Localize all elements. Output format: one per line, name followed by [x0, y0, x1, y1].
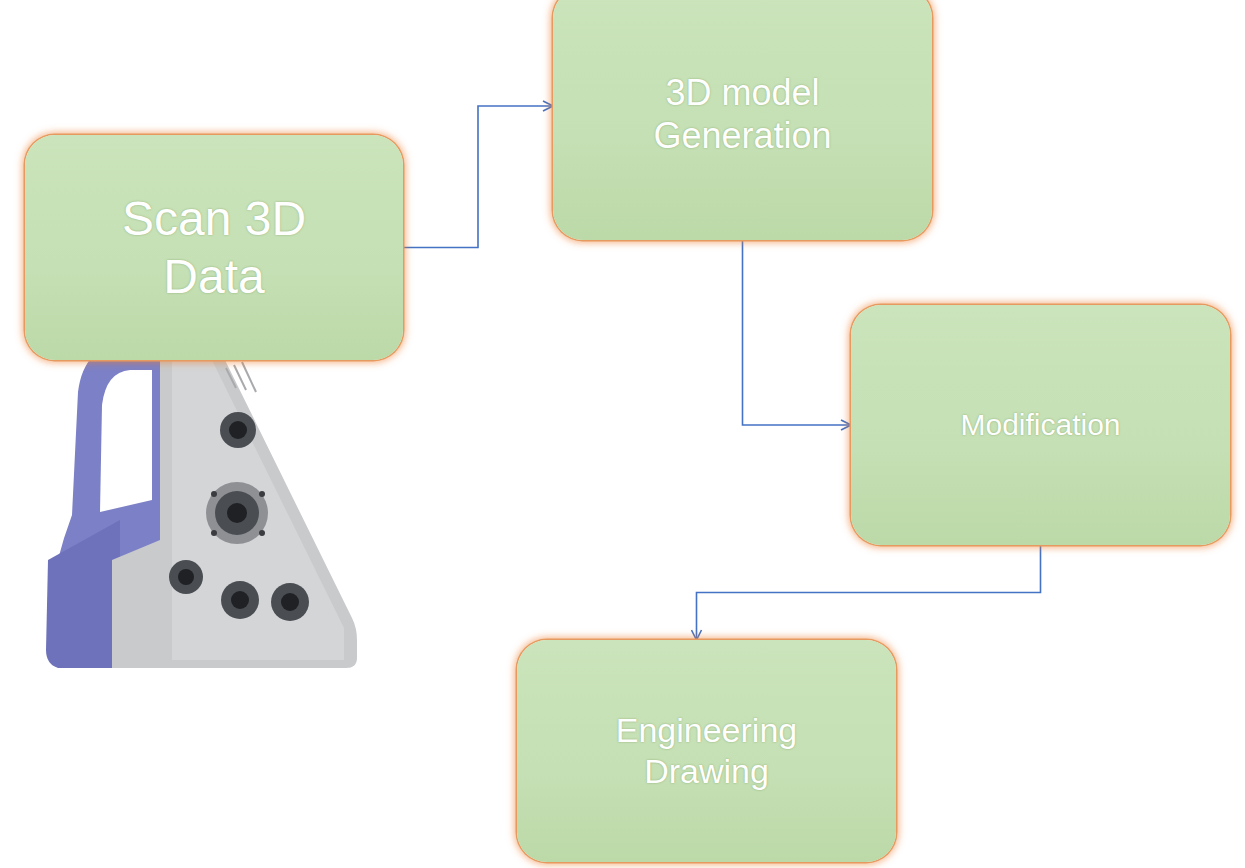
box-label: 3D model Generation: [613, 71, 873, 157]
box-label: Scan 3D Data: [104, 190, 324, 305]
process-box: 3D model Generation: [553, 0, 932, 240]
box-label: Engineering Drawing: [582, 710, 832, 792]
flow-arrow: [697, 545, 1041, 640]
flow-arrow: [743, 240, 852, 425]
scanner-body: [112, 342, 357, 668]
scanner-ridges: [226, 362, 256, 392]
scanner-lenses: [169, 412, 309, 621]
scanner-3d: [46, 342, 357, 668]
process-box: Modification: [851, 305, 1230, 545]
process-box: Engineering Drawing: [517, 640, 896, 862]
flow-arrow: [403, 106, 553, 248]
scanner-face: [172, 348, 344, 660]
handle-hole: [100, 370, 152, 512]
box-label: Modification: [960, 407, 1120, 443]
scanner-base: [46, 520, 120, 668]
process-box: Scan 3D Data: [25, 135, 403, 360]
